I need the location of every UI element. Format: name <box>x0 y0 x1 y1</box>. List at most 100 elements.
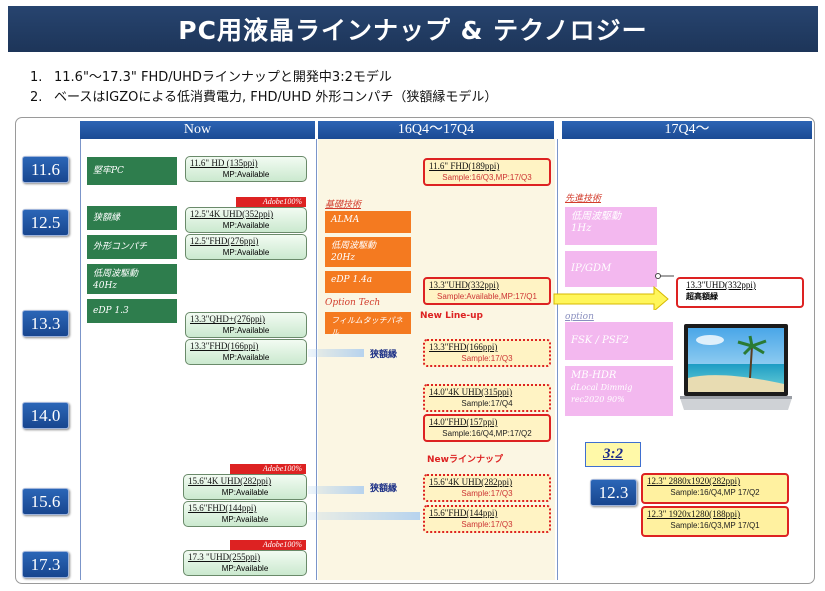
size-badge-12-3: 12.3 <box>590 479 637 506</box>
model-status: Sample:Available,MP:17/Q1 <box>437 292 537 301</box>
now-feature-low-freq-label: 低周波駆動 <box>93 269 139 279</box>
adobe-tag-12-5: Adobe100% <box>236 197 306 207</box>
bullet-2-number: 2. <box>30 90 43 105</box>
model-status: Sample:17/Q3 <box>461 520 513 529</box>
model-title: 12.5"FHD(276ppi) <box>190 236 259 246</box>
arrow-15-6-uhd <box>308 486 364 494</box>
model-note: 超高額緑 <box>686 292 718 301</box>
narrow-bezel-label-15-6: 狭額縁 <box>370 484 398 494</box>
model-status: Sample:16/Q3,MP:17/Q3 <box>442 173 532 182</box>
model-title: 11.6" FHD(189ppi) <box>429 161 500 171</box>
size-badge-15-6: 15.6 <box>22 488 69 515</box>
mid-base-tech-label: 基礎技術 <box>325 200 362 210</box>
mid-model-14-0-uhd: 14.0"4K UHD(315ppi) Sample:17/Q4 <box>423 384 551 412</box>
model-status: MP:Available <box>222 221 270 230</box>
page-title: PC用液晶ラインナップ & テクノロジー <box>8 6 818 52</box>
column-header-future: 17Q4～ <box>562 121 812 139</box>
adobe-tag-17-3: Adobe100% <box>230 540 306 550</box>
model-status: Sample:17/Q3 <box>461 489 513 498</box>
column-header-now: Now <box>80 121 315 139</box>
mid-tech-alma: ALMA <box>325 211 411 233</box>
model-title: 13.3"UHD(332ppi) <box>429 280 499 290</box>
bullet-1-text: 11.6"～17.3" FHD/UHDラインナップと開発中3:2モデル <box>54 70 392 85</box>
mid-model-15-6-fhd: 15.6"FHD(144ppi) Sample:17/Q3 <box>423 505 551 533</box>
mid-model-14-0-fhd: 14.0"FHD(157ppi) Sample:16/Q4,MP:17/Q2 <box>423 414 551 442</box>
model-status: Sample:16/Q4,MP:17/Q2 <box>442 429 532 438</box>
model-title: 15.6"4K UHD(282ppi) <box>188 476 272 486</box>
laptop-image <box>680 324 792 410</box>
connector-dot <box>655 273 661 279</box>
model-status: MP:Available <box>222 248 270 257</box>
now-model-15-6-fhd: 15.6"FHD(144ppi) MP:Available <box>183 501 307 527</box>
now-feature-rugged-pc: 堅牢PC <box>87 157 177 185</box>
model-title: 12.3" 1920x1280(188ppi) <box>647 509 741 519</box>
arrow-15-6-fhd <box>308 512 420 520</box>
divider-mid <box>316 139 317 580</box>
future-tech-mb-hdr: MB-HDR dLocal Dimmig rec2020 90% <box>565 366 673 416</box>
model-title: 13.3"UHD(332ppi) <box>686 280 756 290</box>
mid-tech-low-freq-value: 20Hz <box>331 253 356 263</box>
model-status: Sample:17/Q4 <box>461 399 513 408</box>
now-model-12-5-uhd: 12.5"4K UHD(352ppi) MP:Available <box>185 207 307 233</box>
future-arrows <box>553 273 674 310</box>
divider-left <box>80 139 81 580</box>
size-badge-13-3: 13.3 <box>22 310 69 337</box>
mid-model-13-3-fhd: 13.3"FHD(166ppi)Sample:17/Q3 <box>423 339 551 367</box>
model-status: MP:Available <box>221 488 269 497</box>
model-title: 13.3"FHD(166ppi) <box>190 341 259 351</box>
arrow-13-3 <box>308 349 364 357</box>
column-header-mid: 16Q4～17Q4 <box>318 121 554 139</box>
model-status: MP:Available <box>221 564 269 573</box>
size-badge-14-0: 14.0 <box>22 402 69 429</box>
future-tech-low-freq-label: 低周波駆動 <box>571 211 621 222</box>
adobe-tag-15-6: Adobe100% <box>230 464 306 474</box>
now-model-13-3-fhd: 13.3"FHD(166ppi) MP:Available <box>185 339 307 365</box>
bullet-2-text: ベースはIGZOによる低消費電力, FHD/UHD 外形コンパチ（狭額縁モデル） <box>54 90 498 105</box>
model-title: 14.0"FHD(157ppi) <box>429 417 498 427</box>
future-tech-low-freq-value: 1Hz <box>571 223 592 234</box>
future-tech-mb-hdr-label: MB-HDR <box>571 370 617 381</box>
mid-model-15-6-uhd: 15.6"4K UHD(282ppi) Sample:17/Q3 <box>423 474 551 502</box>
bullet-2: 2. ベースはIGZOによる低消費電力, FHD/UHD 外形コンパチ（狭額縁モデ… <box>30 86 497 105</box>
now-model-12-5-fhd: 12.5"FHD(276ppi) MP:Available <box>185 234 307 260</box>
model-title: 15.6"4K UHD(282ppi) <box>429 477 513 487</box>
mid-tech-edp: eDP 1.4a <box>325 271 411 293</box>
new-lineup-jp-label: Newラインナップ <box>427 455 503 465</box>
now-feature-edp: eDP 1.3 <box>87 299 177 323</box>
model-title: 11.6" HD (135ppi) <box>190 158 258 168</box>
model-title: 15.6"FHD(144ppi) <box>429 508 498 518</box>
model-status: MP:Available <box>222 326 270 335</box>
future-advanced-tech-label: 先進技術 <box>565 194 602 204</box>
now-model-11-6-hd: 11.6" HD (135ppi) MP:Available <box>185 156 307 182</box>
model-title: 12.5"4K UHD(352ppi) <box>190 209 274 219</box>
now-model-15-6-uhd: 15.6"4K UHD(282ppi) MP:Available <box>183 474 307 500</box>
mid-model-13-3-uhd: 13.3"UHD(332ppi) Sample:Available,MP:17/Q… <box>423 277 551 305</box>
size-badge-12-5: 12.5 <box>22 209 69 236</box>
model-status: Sample:16/Q4,MP 17/Q2 <box>670 488 760 497</box>
model-title: 17.3 "UHD(255ppi) <box>188 552 261 562</box>
new-lineup-label: New Line-up <box>420 311 483 321</box>
future-tech-dimming: dLocal Dimmig <box>571 383 633 392</box>
future-model-12-3-1920: 12.3" 1920x1280(188ppi) Sample:16/Q3,MP 1… <box>641 506 789 537</box>
size-badge-17-3: 17.3 <box>22 551 69 578</box>
model-status: MP:Available <box>222 170 270 179</box>
model-status: MP:Available <box>221 515 269 524</box>
future-tech-rec2020: rec2020 90% <box>571 395 625 404</box>
mid-tech-low-freq-label: 低周波駆動 <box>331 241 377 251</box>
model-title: 14.0"4K UHD(315ppi) <box>429 387 513 397</box>
future-tech-fsk: FSK / PSF2 <box>565 322 673 360</box>
model-status: Sample:16/Q3,MP 17/Q1 <box>670 521 760 530</box>
now-feature-low-freq-value: 40Hz <box>93 281 118 291</box>
model-title: 12.3" 2880x1920(282ppi) <box>647 476 741 486</box>
bullet-1: 1.11.6"～17.3" FHD/UHDラインナップと開発中3:2モデル <box>30 66 392 85</box>
model-status: MP:Available <box>222 353 270 362</box>
big-arrow-icon <box>553 285 669 310</box>
future-model-13-3-uhd: 13.3"UHD(332ppi) 超高額緑 <box>676 277 804 308</box>
mid-option-tech-label: Option Tech <box>325 298 381 308</box>
model-title: 13.3"FHD(166ppi) <box>429 342 498 352</box>
ratio-3-2-label: 3:2 <box>585 442 641 467</box>
model-title: 15.6"FHD(144ppi) <box>188 503 257 513</box>
now-model-13-3-qhd: 13.3"QHD+(276ppi)MP:Available <box>185 312 307 338</box>
mid-tech-low-freq: 低周波駆動 20Hz <box>325 237 411 267</box>
